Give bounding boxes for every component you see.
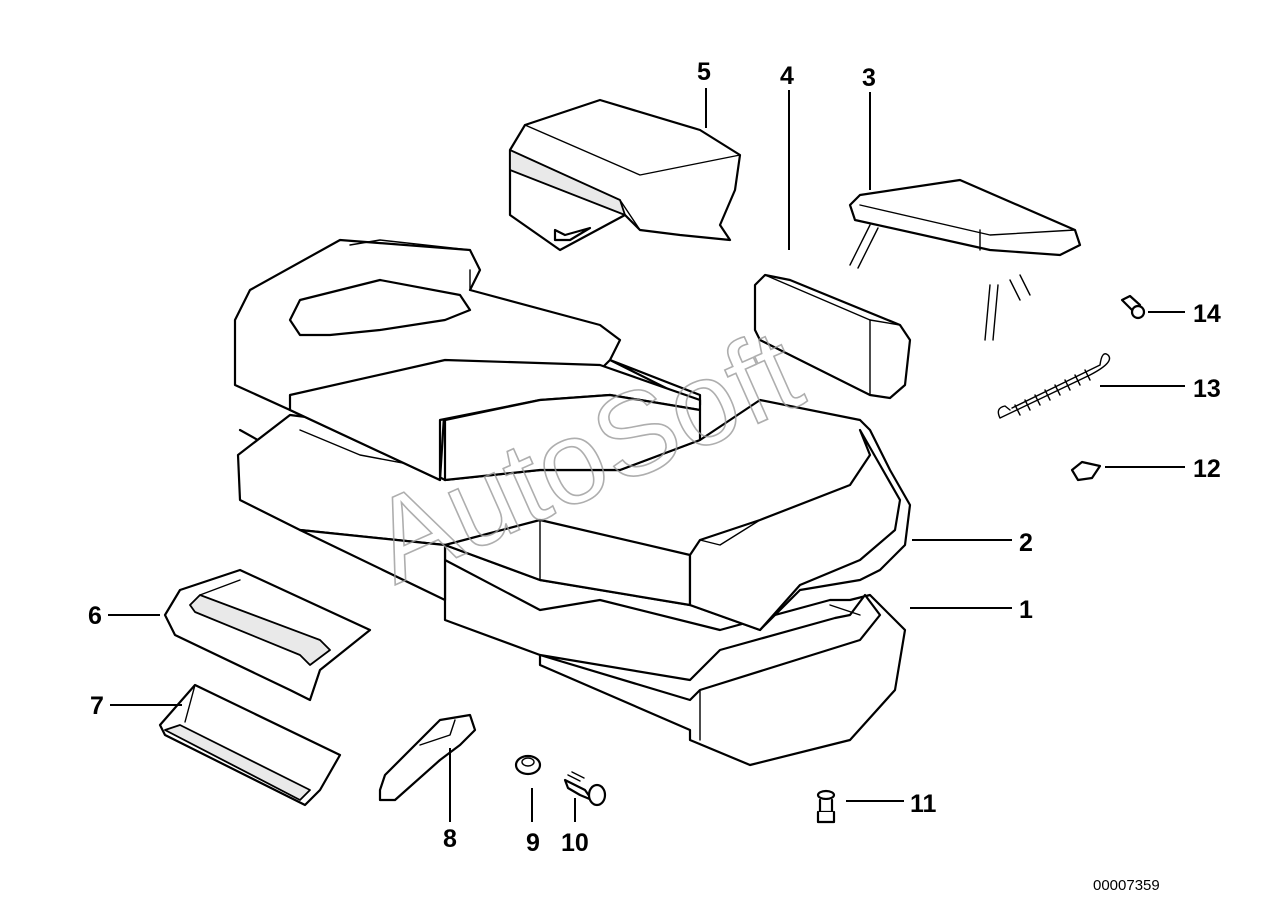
part-13-spring [997, 353, 1111, 419]
callout-2: 2 [1019, 529, 1033, 557]
part-7-trim [158, 683, 342, 807]
part-12-clip [1070, 460, 1102, 482]
callout-9: 9 [526, 829, 540, 857]
callout-11: 11 [910, 790, 937, 818]
callout-4: 4 [780, 62, 794, 90]
part-8-bracket [378, 713, 477, 802]
callout-7: 7 [90, 692, 104, 720]
callout-13: 13 [1193, 375, 1221, 403]
part-5-cushion [508, 98, 742, 252]
callout-12: 12 [1193, 455, 1221, 483]
part-11-plug [816, 789, 836, 824]
callout-1: 1 [1019, 596, 1033, 624]
part-9-grommet [514, 754, 542, 776]
part-14-bolt [1120, 294, 1146, 320]
part-2-seat-cushion [236, 398, 912, 632]
callout-5: 5 [697, 58, 711, 86]
diagram-reference-number: 00007359 [1093, 877, 1160, 894]
callout-3: 3 [862, 64, 876, 92]
backrest-cushion [233, 238, 702, 482]
callout-14: 14 [1193, 300, 1221, 328]
part-4-cover [753, 273, 912, 400]
part-3-armrest [848, 178, 1082, 341]
leader-lines [108, 88, 1185, 822]
part-10-screw [563, 771, 607, 807]
callout-10: 10 [561, 829, 589, 857]
callout-6: 6 [88, 602, 102, 630]
callout-labels: 1 2 3 4 5 6 7 8 9 10 11 12 13 14 [88, 58, 1221, 857]
callout-8: 8 [443, 825, 457, 853]
part-6-trim [163, 568, 372, 702]
part-1-seat-base [238, 428, 907, 767]
